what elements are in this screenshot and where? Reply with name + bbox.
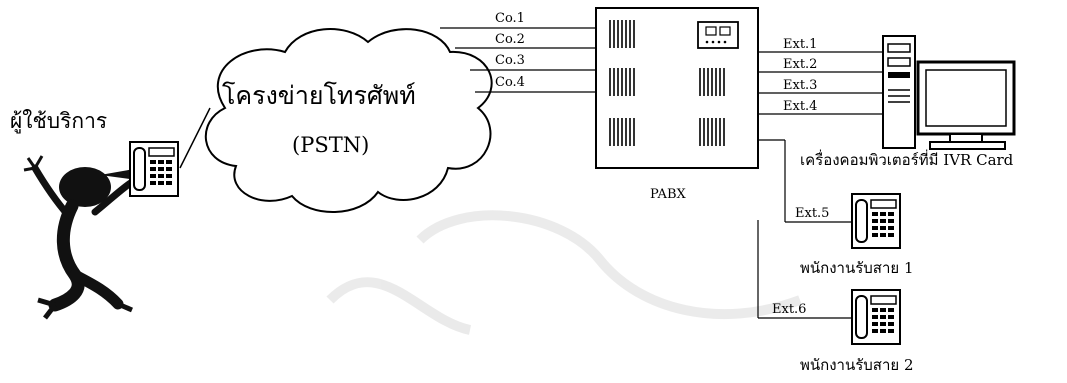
ext-lines <box>758 52 883 114</box>
operator1-ext-label: Ext.5 <box>795 206 829 221</box>
co-line-label: Co.3 <box>495 53 525 68</box>
co-line-label: Co.1 <box>495 11 525 26</box>
ext-line-label: Ext.3 <box>783 78 817 93</box>
computer-icon <box>883 36 1014 149</box>
ext-line-label: Ext.4 <box>783 99 817 114</box>
operator2-label: พนักงานรับสาย 2 <box>800 356 913 374</box>
co-line-label: Co.4 <box>495 75 525 90</box>
pabx-label: PABX <box>650 187 686 202</box>
pabx-box <box>596 8 758 168</box>
ext-line-label: Ext.1 <box>783 37 817 52</box>
ext-line-label: Ext.2 <box>783 57 817 72</box>
operator1-label: พนักงานรับสาย 1 <box>800 259 913 277</box>
computer-label: เครื่องคอมพิวเตอร์ที่มี IVR Card <box>800 149 1014 169</box>
operator2-ext-label: Ext.6 <box>772 302 806 317</box>
co-line-label: Co.2 <box>495 32 525 47</box>
operator1-phone-icon <box>852 194 900 248</box>
network-subtitle: (PSTN) <box>292 133 369 157</box>
user-label: ผู้ใช้บริการ <box>10 109 107 134</box>
caller-phone-icon <box>130 142 178 196</box>
pstn-cloud-shape <box>206 29 492 212</box>
operator2-phone-icon <box>852 290 900 344</box>
watermark-shape <box>330 215 800 330</box>
network-title: โครงข่ายโทรศัพท์ <box>222 81 416 110</box>
user-figure-icon <box>24 156 140 318</box>
